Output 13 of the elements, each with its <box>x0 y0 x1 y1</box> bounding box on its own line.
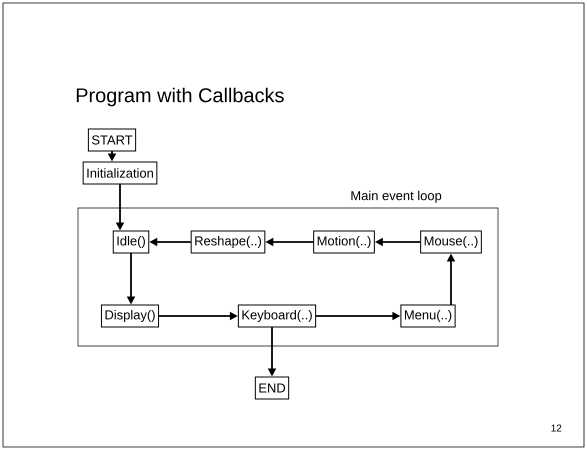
process-box: Menu(..) <box>400 304 456 328</box>
slide-title: Program with Callbacks <box>76 88 284 106</box>
page-number: 12 <box>551 424 562 432</box>
node-label: Main event loop <box>351 190 442 203</box>
process-box: Motion(..) <box>313 230 375 254</box>
process-box: Keyboard(..) <box>238 304 316 328</box>
process-box: Idle() <box>112 230 150 254</box>
process-box: Display() <box>100 304 160 328</box>
process-box: START <box>88 128 136 152</box>
process-box: Mouse(..) <box>420 230 482 254</box>
process-box: END <box>254 376 290 400</box>
process-box: Initialization <box>82 162 158 184</box>
process-box: Reshape(..) <box>190 230 266 254</box>
